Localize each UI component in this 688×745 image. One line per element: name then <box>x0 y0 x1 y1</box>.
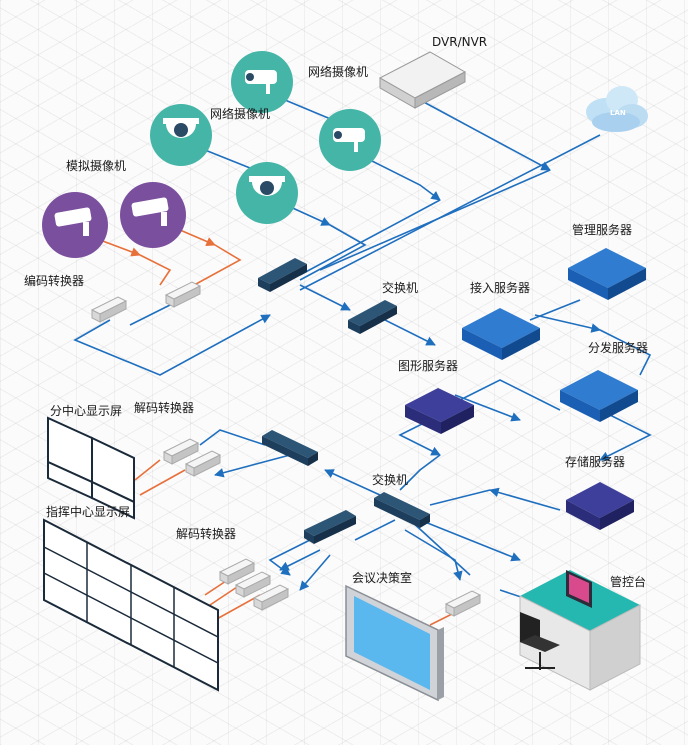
dvr-device[interactable] <box>378 51 467 109</box>
meeting-decoder-device[interactable] <box>444 590 482 617</box>
switch-device-main[interactable] <box>258 258 307 292</box>
encoder-device[interactable] <box>164 281 202 308</box>
connection-lines <box>73 99 652 601</box>
link-access-manage <box>529 299 581 321</box>
switch-device-command[interactable] <box>304 510 356 544</box>
decoder-device[interactable] <box>252 584 290 611</box>
dvr-label: DVR/NVR <box>432 35 487 49</box>
dome-camera-icon[interactable] <box>150 104 212 166</box>
link-switch3-cmdswitch <box>354 519 396 541</box>
link-graphic-switch3 <box>398 419 441 456</box>
link-distribute-storage <box>599 409 652 461</box>
distribute-server[interactable] <box>560 370 638 422</box>
graphic-server-label: 图形服务器 <box>398 358 458 373</box>
decoder-device[interactable] <box>234 571 272 598</box>
decoder-device[interactable] <box>162 438 200 465</box>
access-server[interactable] <box>462 308 540 360</box>
analog-camera-label: 模拟摄像机 <box>66 158 126 173</box>
access-server-label: 接入服务器 <box>470 280 530 295</box>
network-camera-label-top: 网络摄像机 <box>308 64 368 79</box>
link-switch3-subswitch <box>324 469 381 496</box>
meeting-room-monitor[interactable] <box>345 584 444 702</box>
sub-center-screen-label: 分中心显示屏 <box>50 403 122 418</box>
network-camera-label-mid: 网络摄像机 <box>210 106 270 121</box>
distribute-server-label: 分发服务器 <box>588 340 648 355</box>
console-label: 管控台 <box>610 574 646 589</box>
manage-server[interactable] <box>568 248 646 300</box>
meeting-room-label: 会议决策室 <box>352 570 412 585</box>
analog-camera-icon[interactable] <box>120 182 186 248</box>
encoder-label: 编码转换器 <box>24 273 84 288</box>
lan-label: LAN <box>610 109 626 117</box>
command-center-screen-label: 指挥中心显示屏 <box>46 504 130 519</box>
link-lan-switch <box>299 134 601 291</box>
switch-device-center[interactable] <box>374 492 430 528</box>
switch-device-top[interactable] <box>348 300 397 334</box>
manage-server-label: 管理服务器 <box>572 222 632 237</box>
link-graphic-distribute <box>459 379 561 411</box>
network-camera-icon[interactable] <box>319 109 381 171</box>
storage-server-label: 存储服务器 <box>565 454 625 469</box>
link-dvr <box>419 99 551 171</box>
command-screen-grid <box>43 542 219 667</box>
analog-camera-icon[interactable] <box>42 192 108 258</box>
lan-cloud-icon <box>586 86 648 132</box>
link-storage-switch3 <box>489 487 561 511</box>
link-switch3-console <box>409 519 471 576</box>
console-monitor <box>566 570 592 608</box>
office-chair-icon <box>520 612 560 670</box>
decoder-device[interactable] <box>184 450 222 477</box>
sub-center-screen[interactable] <box>47 416 135 520</box>
link-encoder-1 <box>73 314 271 376</box>
encoder-device[interactable] <box>90 296 128 323</box>
switch-bottom-label: 交换机 <box>372 472 408 487</box>
graphic-server[interactable] <box>405 388 474 434</box>
decoder-bottom-label: 解码转换器 <box>176 526 236 541</box>
switch-device-sub[interactable] <box>262 430 318 466</box>
dome-camera-icon[interactable] <box>236 162 298 224</box>
decoder-top-label: 解码转换器 <box>134 400 194 415</box>
switch-top-label: 交换机 <box>382 280 418 295</box>
storage-server[interactable] <box>566 482 634 530</box>
link-switch-switch2 <box>299 284 351 311</box>
network-camera-icon[interactable] <box>231 51 293 113</box>
decoder-device[interactable] <box>218 558 256 585</box>
